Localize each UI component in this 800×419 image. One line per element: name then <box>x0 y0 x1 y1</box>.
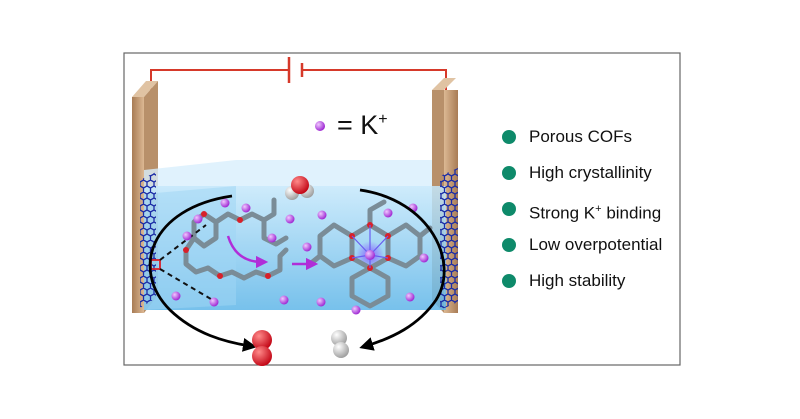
potassium-ion-icon <box>405 292 415 302</box>
potassium-ion-icon <box>193 214 203 224</box>
potassium-ion-icon <box>267 233 277 243</box>
potassium-ion-icon <box>285 214 295 224</box>
feature-text: Low overpotential <box>529 235 663 254</box>
feature-text: High stability <box>529 271 626 290</box>
crown-ether-oxygens <box>183 211 271 279</box>
feature-text: High crystallinity <box>529 163 652 182</box>
bound-potassium-ion-icon <box>365 250 375 260</box>
potassium-ions <box>171 121 429 315</box>
potassium-legend: = K+ <box>337 110 388 141</box>
potassium-ion-icon <box>182 231 192 241</box>
feature-text: Porous COFs <box>529 127 632 146</box>
potassium-ion-icon <box>302 242 312 252</box>
feature-binding: Strong K+ binding <box>502 196 662 232</box>
legend-superscript: + <box>378 111 388 128</box>
feature-stability: High stability <box>502 268 662 304</box>
binding-arrow <box>226 235 269 269</box>
potassium-ion-icon <box>351 305 361 315</box>
water-molecule-icon <box>285 176 314 200</box>
bullet-icon <box>502 202 516 216</box>
feature-list: Porous COFs High crystallinity Strong K+… <box>502 124 662 304</box>
bullet-icon <box>502 130 516 144</box>
potassium-ion-icon <box>220 198 230 208</box>
oxygen-path-arrow <box>148 194 257 352</box>
potassium-ion-icon <box>209 297 219 307</box>
bullet-icon <box>502 238 516 252</box>
feature-superscript: + <box>595 203 602 215</box>
potassium-ion-icon <box>279 295 289 305</box>
potassium-ion-icon <box>317 210 327 220</box>
feature-crystallinity: High crystallinity <box>502 160 662 196</box>
external-circuit <box>150 69 447 101</box>
bullet-icon <box>502 166 516 180</box>
potassium-ion-icon <box>419 253 429 263</box>
oxygen-molecule-icon <box>252 330 272 366</box>
potassium-ion-icon <box>241 203 251 213</box>
battery-icon <box>287 57 304 83</box>
legend-prefix: = K <box>337 110 379 140</box>
cof-k-complex <box>307 199 433 309</box>
potassium-ion-icon <box>316 297 326 307</box>
hydrogen-path-arrow <box>359 188 446 351</box>
feature-text: Strong K <box>529 203 596 223</box>
potassium-ion-icon <box>315 121 325 131</box>
bullet-icon <box>502 274 516 288</box>
hydrogen-molecule-icon <box>331 330 349 358</box>
diagram-frame <box>123 52 681 366</box>
potassium-ion-icon <box>383 208 393 218</box>
potassium-ion-icon <box>171 291 181 301</box>
feature-overpotential: Low overpotential <box>502 232 662 268</box>
feature-text-after: binding <box>601 203 662 223</box>
feature-porous: Porous COFs <box>502 124 662 160</box>
